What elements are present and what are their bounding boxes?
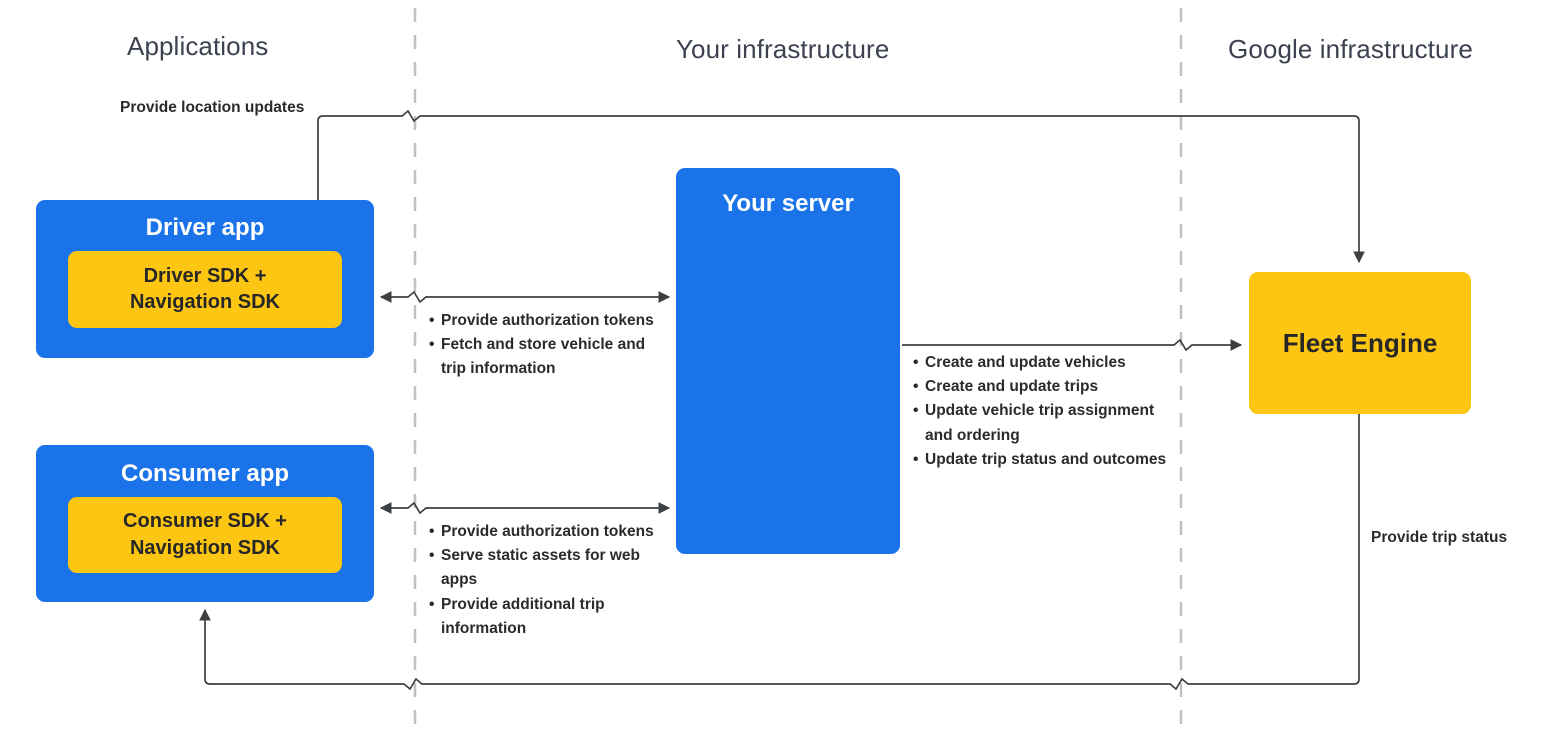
wire-consumer-server [379,501,671,515]
bullet-item: Create and update vehicles [913,351,1173,375]
fleet-engine-title: Fleet Engine [1282,327,1438,358]
column-heading-google-infrastructure: Google infrastructure [1228,34,1473,64]
column-heading-your-infrastructure: Your infrastructure [676,34,890,64]
driver-app-title: Driver app [145,214,265,241]
bullet-item: Update vehicle trip assignment and order… [913,399,1173,447]
server-fleet-bullet-list: Create and update vehicles Create and up… [913,351,1173,472]
wire-driver-server [379,290,671,304]
bullet-item: Provide authorization tokens [429,309,669,333]
node-your-server[interactable]: Your server [676,168,900,554]
your-server-title: Your server [722,190,854,217]
bullet-item: Update trip status and outcomes [913,448,1173,472]
annotation-consumer-server-bullets: Provide authorization tokens Serve stati… [429,520,669,641]
consumer-server-bullet-list: Provide authorization tokens Serve stati… [429,520,669,641]
column-heading-applications: Applications [127,31,269,61]
node-consumer-sdk[interactable]: Consumer SDK + Navigation SDK [68,496,342,573]
driver-sdk-label-line1: Driver SDK + [143,264,267,287]
node-consumer-app[interactable]: Consumer app Consumer SDK + Navigation S… [36,445,374,602]
bullet-item: Provide authorization tokens [429,520,669,544]
node-driver-app[interactable]: Driver app Driver SDK + Navigation SDK [36,200,374,358]
annotation-server-fleet-bullets: Create and update vehicles Create and up… [913,351,1173,472]
consumer-sdk-label-line2: Navigation SDK [129,536,281,559]
annotation-provide-location-updates: Provide location updates [120,99,305,116]
driver-server-bullet-list: Provide authorization tokens Fetch and s… [429,309,669,382]
bullet-item: Create and update trips [913,375,1173,399]
annotation-driver-server-bullets: Provide authorization tokens Fetch and s… [429,309,669,382]
consumer-app-title: Consumer app [120,460,290,487]
node-fleet-engine[interactable]: Fleet Engine [1249,272,1471,414]
wire-server-fleet [902,338,1243,352]
driver-sdk-label-line2: Navigation SDK [129,291,281,314]
bullet-item: Fetch and store vehicle and trip informa… [429,333,669,381]
bullet-item: Provide additional trip information [429,593,669,641]
node-driver-sdk[interactable]: Driver SDK + Navigation SDK [68,250,342,328]
bullet-item: Serve static assets for web apps [429,544,669,592]
consumer-sdk-label-line1: Consumer SDK + [123,510,287,532]
annotation-provide-trip-status: Provide trip status [1371,529,1508,546]
